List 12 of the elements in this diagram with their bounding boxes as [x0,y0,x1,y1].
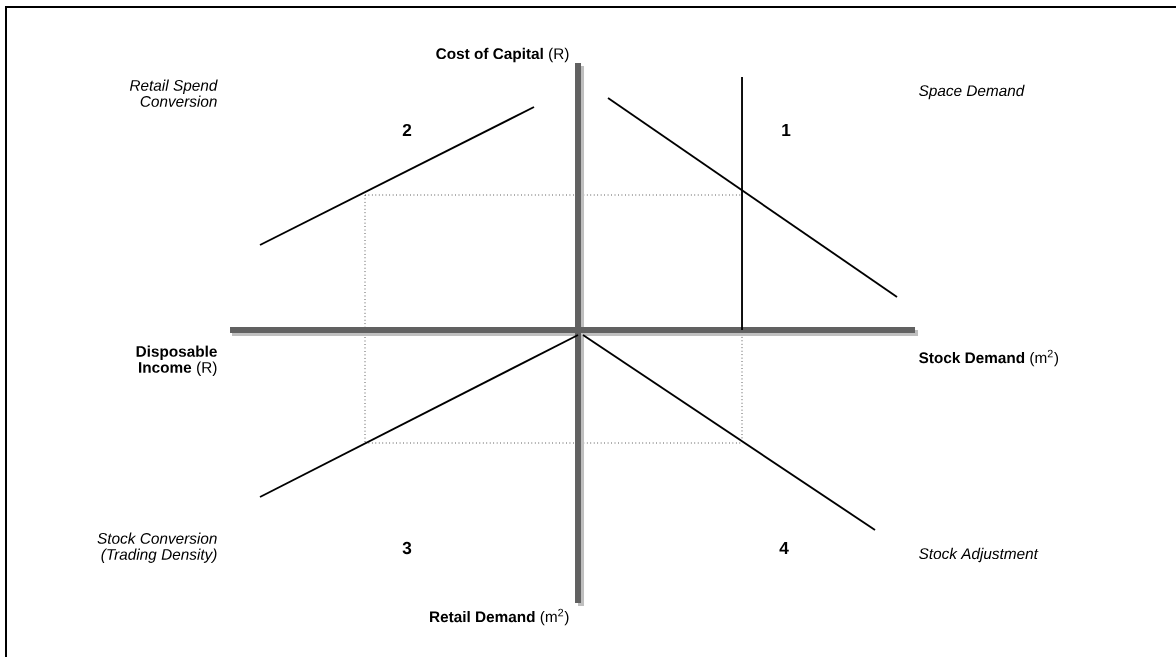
axis-label: Disposable Income (R) [136,345,217,376]
curve-label: Space Demand [919,84,1025,100]
quadrant-number: 4 [779,542,789,554]
axis-label: Cost of Capital (R) [436,47,569,63]
axis-label: Stock Demand (m$^{2}$) [919,349,1059,367]
curve-label: Stock Adjustment [919,547,1039,563]
axis-label: Retail Demand (m$^{2}$) [430,608,569,626]
quadrant-number: 3 [402,541,412,555]
curve-label: Stock Conversion (Trading Density) [97,532,217,563]
quadrant-number: 2 [402,123,412,137]
quadrant-number: 1 [782,124,791,136]
curve-label: Retail Spend Conversion [129,79,218,107]
